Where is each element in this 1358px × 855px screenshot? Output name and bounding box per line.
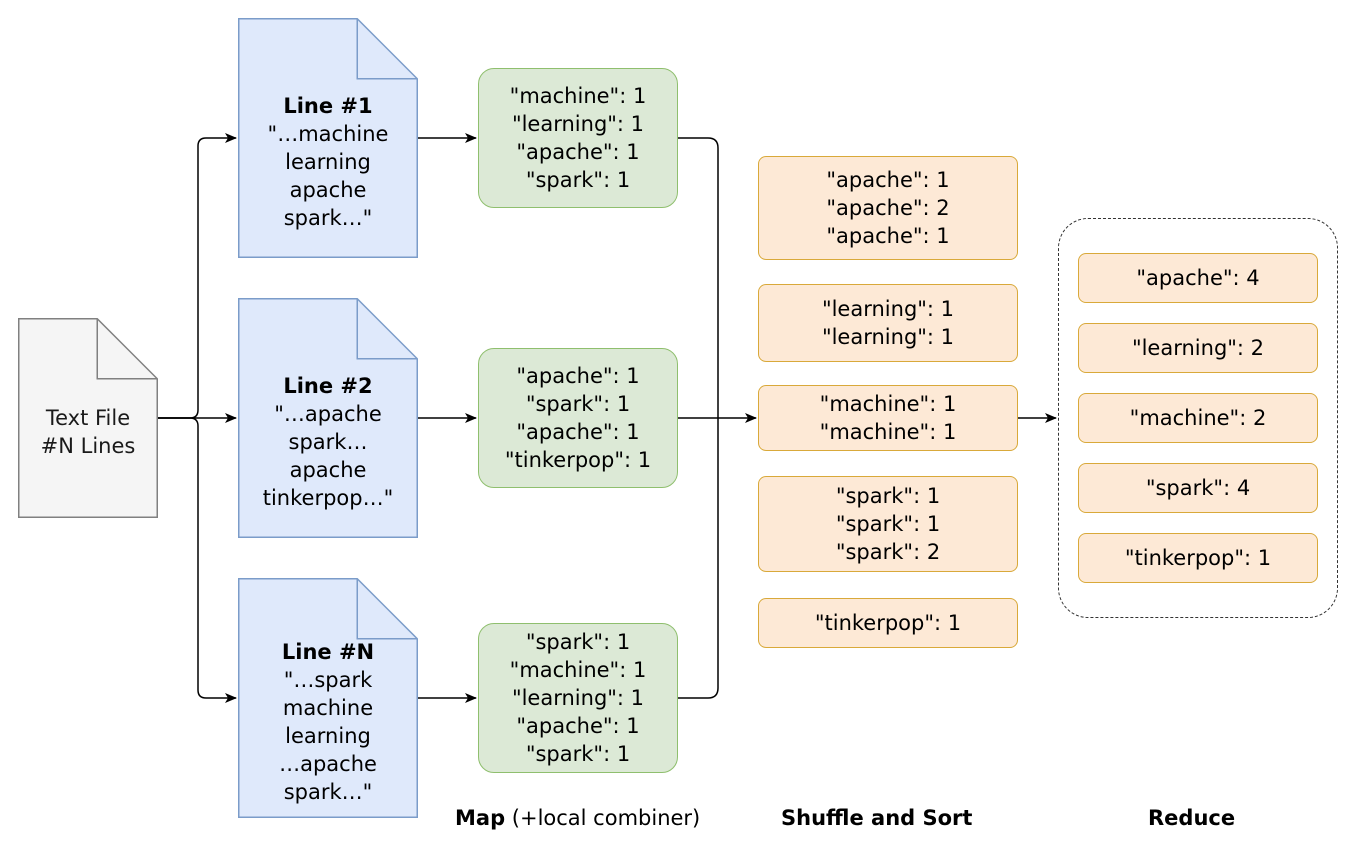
reduce-result-machine: "machine": 2 bbox=[1078, 393, 1318, 443]
document-icon bbox=[238, 578, 418, 818]
stage-label-map-note: (+local combiner) bbox=[505, 806, 701, 830]
shuffle-group-apache: "apache": 1 "apache": 2 "apache": 1 bbox=[758, 156, 1018, 260]
input-line-text: machine bbox=[282, 696, 374, 720]
kv-pair: "learning": 1 bbox=[511, 686, 645, 710]
input-line-title: Line #2 bbox=[283, 374, 373, 398]
kv-pair: "machine": 1 bbox=[819, 392, 957, 416]
input-line-n: Line #N "…spark machine learning …apache… bbox=[238, 578, 418, 818]
kv-pair: "spark": 1 bbox=[525, 742, 631, 766]
input-line-text: spark… bbox=[288, 430, 368, 454]
input-line-text: …apache bbox=[279, 752, 377, 776]
stage-label-reduce-text: Reduce bbox=[1148, 806, 1236, 830]
map-output-1: "machine": 1 "learning": 1 "apache": 1 "… bbox=[478, 68, 678, 208]
input-line-text: spark…" bbox=[283, 780, 373, 804]
document-icon bbox=[238, 18, 418, 258]
map-output-n: "spark": 1 "machine": 1 "learning": 1 "a… bbox=[478, 623, 678, 773]
reduce-result-tinkerpop: "tinkerpop": 1 bbox=[1078, 533, 1318, 583]
kv-pair: "machine": 2 bbox=[1129, 406, 1267, 430]
kv-pair: "spark": 1 bbox=[835, 484, 941, 508]
kv-pair: "learning": 1 bbox=[821, 297, 955, 321]
reduce-container bbox=[1058, 218, 1338, 618]
edge-file-to-line1 bbox=[158, 133, 237, 419]
input-line-text: learning bbox=[285, 724, 371, 748]
kv-pair: "spark": 1 bbox=[525, 168, 631, 192]
kv-pair: "tinkerpop": 1 bbox=[1124, 546, 1272, 570]
source-file-label-line: #N Lines bbox=[40, 434, 136, 458]
edge-map1-to-shuffle bbox=[678, 137, 719, 418]
source-text-file: Text File #N Lines bbox=[18, 318, 158, 518]
kv-pair: "apache": 1 bbox=[826, 168, 950, 192]
kv-pair: "learning": 2 bbox=[1131, 336, 1265, 360]
kv-pair: "machine": 1 bbox=[819, 420, 957, 444]
shuffle-group-tinkerpop: "tinkerpop": 1 bbox=[758, 598, 1018, 648]
kv-pair: "apache": 1 bbox=[516, 714, 640, 738]
input-line-text: apache bbox=[289, 178, 367, 202]
kv-pair: "spark": 1 bbox=[835, 512, 941, 536]
stage-label-shuffle-text: Shuffle and Sort bbox=[781, 806, 973, 830]
file-icon bbox=[18, 318, 158, 518]
shuffle-group-spark: "spark": 1 "spark": 1 "spark": 2 bbox=[758, 476, 1018, 572]
edge-mapN-to-shuffle bbox=[678, 418, 719, 699]
stage-label-reduce: Reduce bbox=[1148, 803, 1235, 833]
input-line-text: "…apache bbox=[274, 402, 382, 426]
kv-pair: "apache": 1 bbox=[516, 364, 640, 388]
input-line-text: tinkerpop…" bbox=[262, 486, 394, 510]
kv-pair: "apache": 2 bbox=[826, 196, 950, 220]
shuffle-group-machine: "machine": 1 "machine": 1 bbox=[758, 385, 1018, 451]
kv-pair: "spark": 4 bbox=[1145, 476, 1251, 500]
input-line-title: Line #1 bbox=[283, 94, 373, 118]
kv-pair: "apache": 1 bbox=[516, 420, 640, 444]
input-line-title: Line #N bbox=[281, 640, 375, 664]
shuffle-group-learning: "learning": 1 "learning": 1 bbox=[758, 284, 1018, 362]
edge-file-to-lineN bbox=[158, 417, 237, 703]
reduce-result-learning: "learning": 2 bbox=[1078, 323, 1318, 373]
kv-pair: "apache": 4 bbox=[1136, 266, 1260, 290]
kv-pair: "tinkerpop": 1 bbox=[504, 448, 652, 472]
stage-label-map: Map (+local combiner) bbox=[455, 803, 700, 833]
source-file-label-line: Text File bbox=[45, 406, 131, 430]
kv-pair: "learning": 1 bbox=[511, 112, 645, 136]
kv-pair: "tinkerpop": 1 bbox=[814, 611, 962, 635]
stage-label-shuffle: Shuffle and Sort bbox=[781, 803, 972, 833]
map-output-2: "apache": 1 "spark": 1 "apache": 1 "tink… bbox=[478, 348, 678, 488]
reduce-result-spark: "spark": 4 bbox=[1078, 463, 1318, 513]
input-line-text: spark…" bbox=[283, 206, 373, 230]
kv-pair: "learning": 1 bbox=[821, 325, 955, 349]
document-icon bbox=[238, 298, 418, 538]
kv-pair: "machine": 1 bbox=[509, 658, 647, 682]
input-line-text: "…spark bbox=[283, 668, 373, 692]
kv-pair: "spark": 1 bbox=[525, 392, 631, 416]
input-line-1: Line #1 "…machine learning apache spark…… bbox=[238, 18, 418, 258]
input-line-text: apache bbox=[289, 458, 367, 482]
reduce-result-apache: "apache": 4 bbox=[1078, 253, 1318, 303]
input-line-2: Line #2 "…apache spark… apache tinkerpop… bbox=[238, 298, 418, 538]
kv-pair: "apache": 1 bbox=[516, 140, 640, 164]
kv-pair: "apache": 1 bbox=[826, 224, 950, 248]
input-line-text: learning bbox=[285, 150, 371, 174]
kv-pair: "spark": 1 bbox=[525, 630, 631, 654]
kv-pair: "spark": 2 bbox=[835, 540, 941, 564]
kv-pair: "machine": 1 bbox=[509, 84, 647, 108]
input-line-text: "…machine bbox=[267, 122, 389, 146]
stage-label-map-bold: Map bbox=[455, 806, 506, 830]
